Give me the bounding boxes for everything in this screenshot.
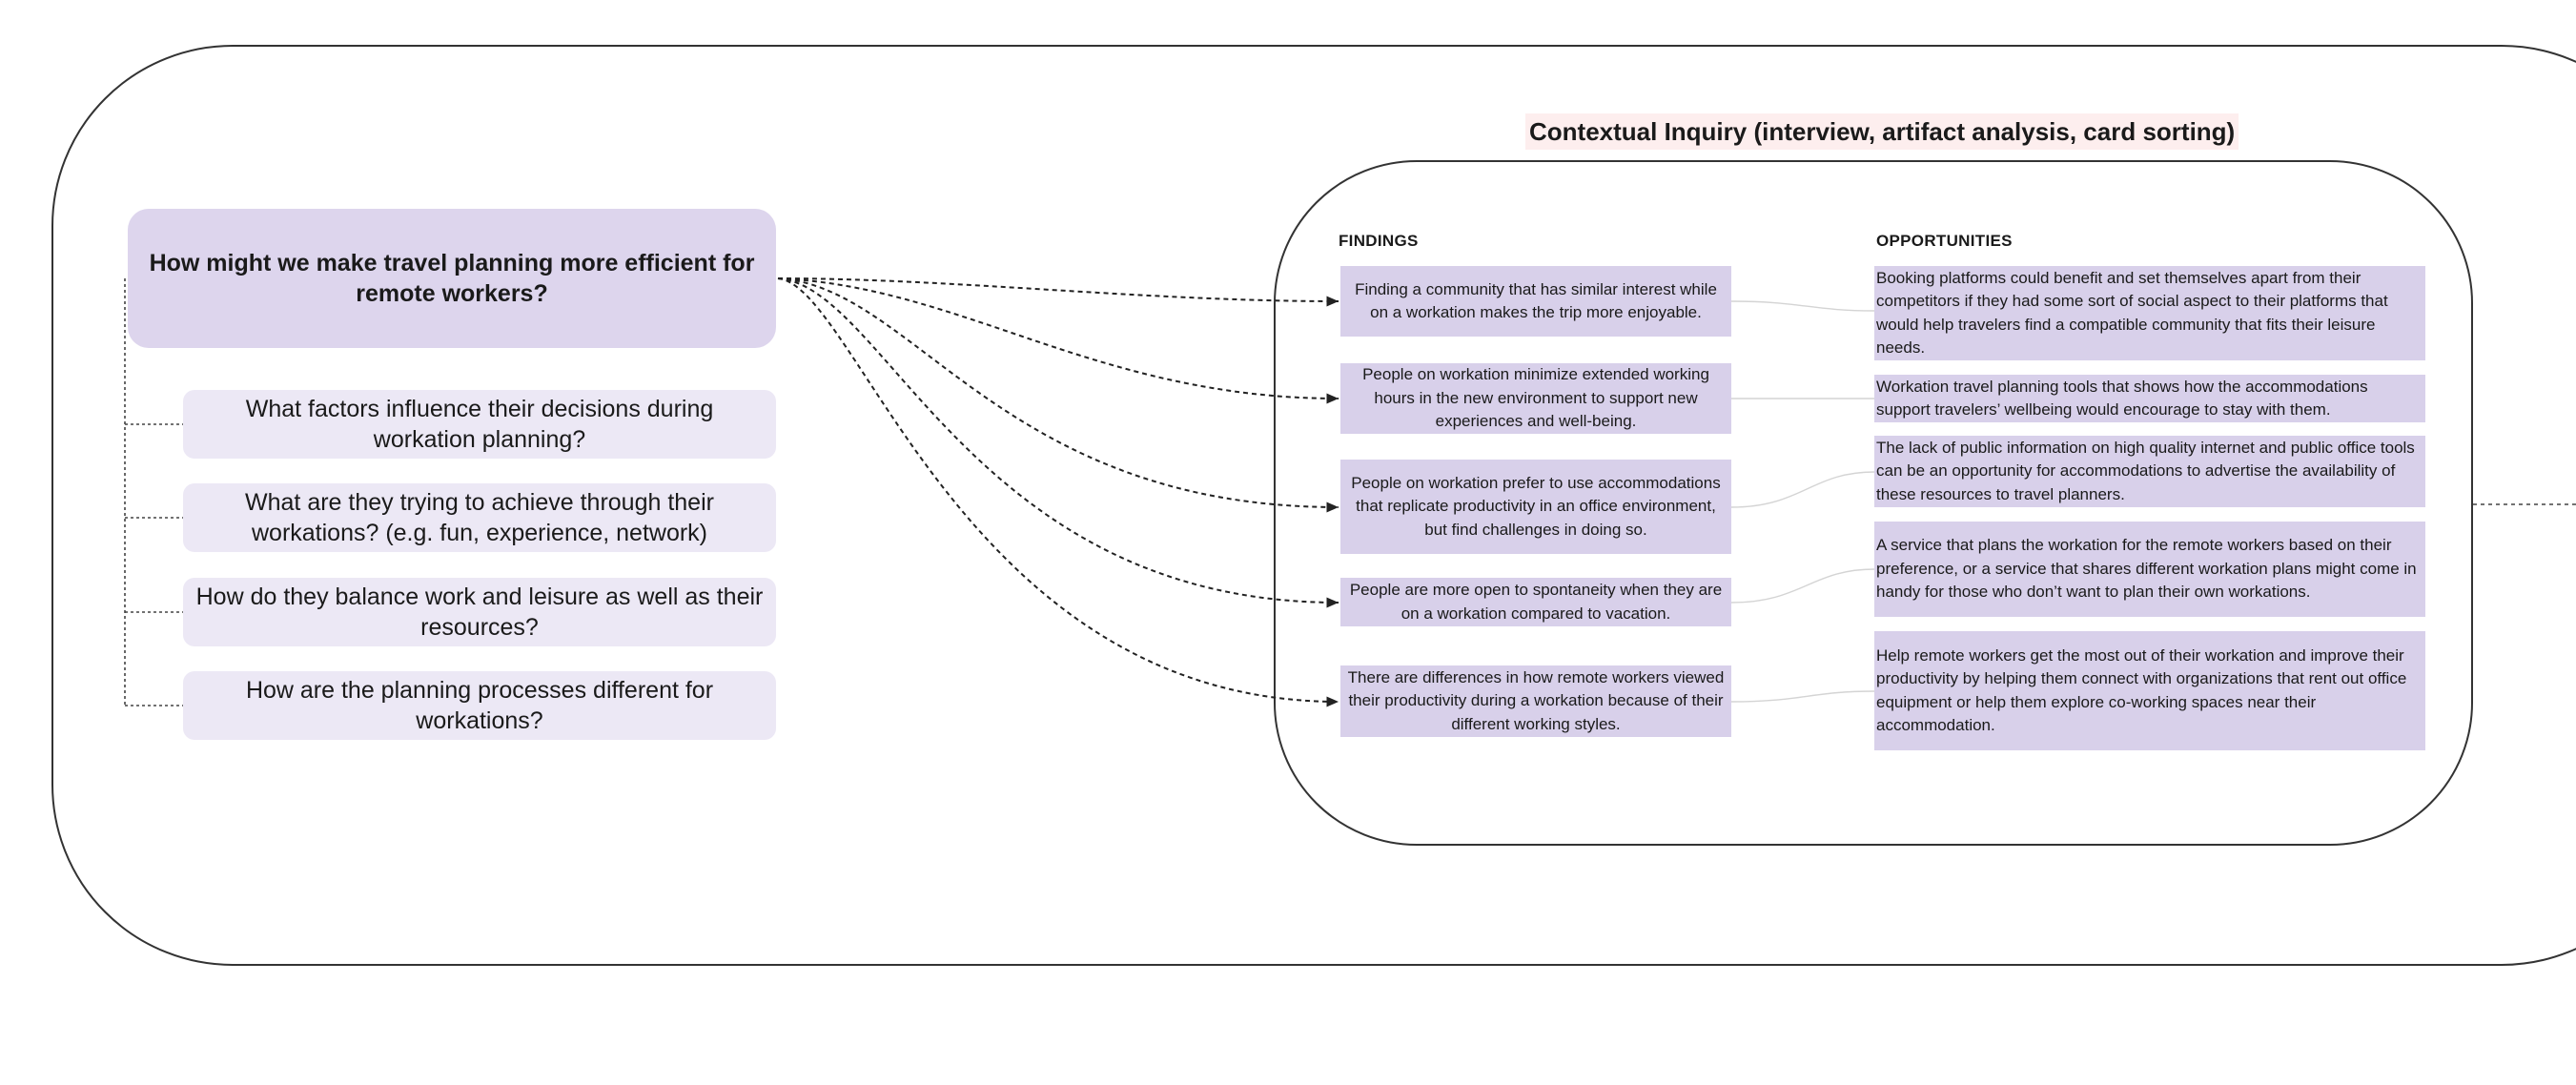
opportunity-text-3: The lack of public information on high q… (1876, 438, 2415, 503)
main-question: How might we make travel planning more e… (128, 209, 776, 348)
opportunity-note-5: Help remote workers get the most out of … (1874, 631, 2425, 750)
opportunity-note-3: The lack of public information on high q… (1874, 436, 2425, 507)
opportunities-header: OPPORTUNITIES (1876, 232, 2013, 250)
outer-frame (51, 45, 2576, 966)
sub-question-4: How are the planning processes different… (183, 671, 776, 740)
finding-note-1: Finding a community that has similar int… (1340, 266, 1731, 337)
opportunity-note-1: Booking platforms could benefit and set … (1874, 266, 2425, 360)
opportunity-note-2: Workation travel planning tools that sho… (1874, 375, 2425, 422)
findings-header: FINDINGS (1339, 232, 1419, 250)
section-title: Contextual Inquiry (interview, artifact … (1525, 113, 2239, 150)
opportunity-text-2: Workation travel planning tools that sho… (1876, 377, 2368, 420)
opportunity-text-5: Help remote workers get the most out of … (1876, 645, 2407, 735)
opportunity-note-4: A service that plans the workation for t… (1874, 522, 2425, 617)
sub-question-3: How do they balance work and leisure as … (183, 578, 776, 646)
sub-question-1: What factors influence their decisions d… (183, 390, 776, 459)
opportunity-text-4: A service that plans the workation for t… (1876, 536, 2417, 602)
finding-note-2: People on workation minimize extended wo… (1340, 363, 1731, 434)
finding-note-4: People are more open to spontaneity when… (1340, 578, 1731, 626)
finding-note-5: There are differences in how remote work… (1340, 665, 1731, 737)
opportunity-text-1: Booking platforms could benefit and set … (1876, 268, 2388, 358)
finding-note-3: People on workation prefer to use accomm… (1340, 460, 1731, 554)
sub-question-2: What are they trying to achieve through … (183, 483, 776, 552)
